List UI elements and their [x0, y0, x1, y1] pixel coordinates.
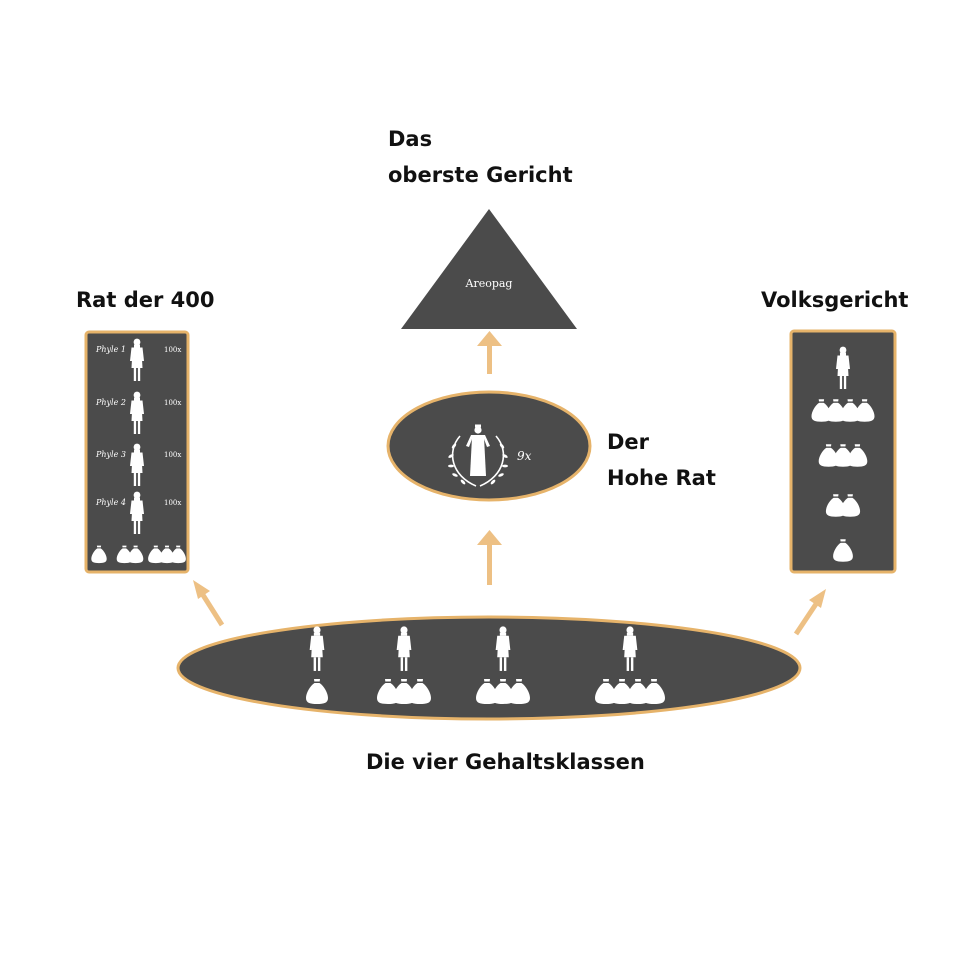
salary-classes-title: Die vier Gehaltsklassen — [366, 750, 645, 774]
phyle-label: Phyle 1 — [95, 345, 126, 354]
supreme-court-title-line2: oberste Gericht — [388, 163, 573, 187]
supreme-court-title: Das oberste Gericht — [388, 121, 573, 193]
arrow-up-left-icon — [193, 580, 225, 627]
phyle-count: 100x — [164, 346, 181, 354]
arrow-up-icon — [477, 331, 502, 374]
high-council-ellipse: 9x — [386, 390, 592, 502]
phyle-label: Phyle 3 — [95, 450, 126, 459]
high-council-title: Der Hohe Rat — [607, 424, 716, 496]
peoples-court-title: Volksgericht — [761, 288, 909, 312]
arrows — [193, 331, 826, 636]
supreme-court-title-line1: Das — [388, 127, 433, 151]
salary-classes-ellipse — [176, 615, 802, 721]
arrow-up-icon — [477, 530, 502, 585]
high-council-title-line2: Hohe Rat — [607, 466, 716, 490]
high-council-title-line1: Der — [607, 430, 650, 454]
phyle-count: 100x — [164, 399, 181, 407]
areopag-triangle: Areopag — [401, 209, 577, 329]
phyle-count: 100x — [164, 451, 181, 459]
areopag-label: Areopag — [465, 277, 513, 290]
arrow-up-right-icon — [793, 589, 826, 636]
high-council-count: 9x — [517, 449, 532, 463]
phyle-label: Phyle 4 — [95, 498, 126, 507]
laurel-wreath-icon — [448, 435, 508, 487]
council-400-title: Rat der 400 — [76, 288, 215, 312]
peoples-court-panel — [789, 329, 897, 574]
phyle-count: 100x — [164, 499, 181, 507]
phyle-label: Phyle 2 — [95, 398, 126, 407]
